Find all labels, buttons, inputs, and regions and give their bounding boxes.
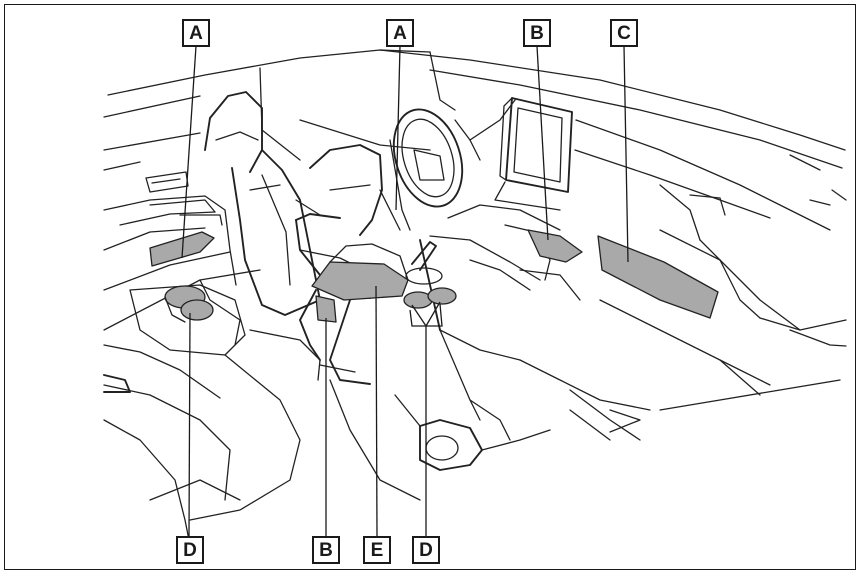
rear-seat-lines <box>104 285 320 545</box>
callout-c-glovebox: C <box>610 19 638 47</box>
center-display <box>495 98 572 210</box>
center-console <box>420 205 580 360</box>
leader-c <box>624 46 628 262</box>
floor-lines <box>440 300 846 440</box>
front-seat-left <box>205 92 320 315</box>
leader-d-left <box>189 313 190 536</box>
leader-b-top <box>537 46 548 240</box>
callout-b-seatback-pocket: B <box>312 536 340 564</box>
callout-e-console-box: E <box>363 536 391 564</box>
shift-lever <box>406 242 442 284</box>
console-tray-highlight <box>528 230 582 262</box>
callout-b-console-tray: B <box>523 19 551 47</box>
callout-a-driver-door: A <box>386 19 414 47</box>
center-armrest-highlight <box>312 262 408 300</box>
leader-e <box>376 286 377 536</box>
leader-lines <box>182 46 628 536</box>
front-cup-holders <box>404 288 456 308</box>
steering-and-dash <box>380 100 515 230</box>
seat-base <box>330 380 550 500</box>
callout-d-front-cupholder: D <box>412 536 440 564</box>
glovebox-tray-highlight <box>598 236 718 318</box>
callout-a-door-pocket: A <box>182 19 210 47</box>
callout-d-rear-cupholder: D <box>176 536 204 564</box>
